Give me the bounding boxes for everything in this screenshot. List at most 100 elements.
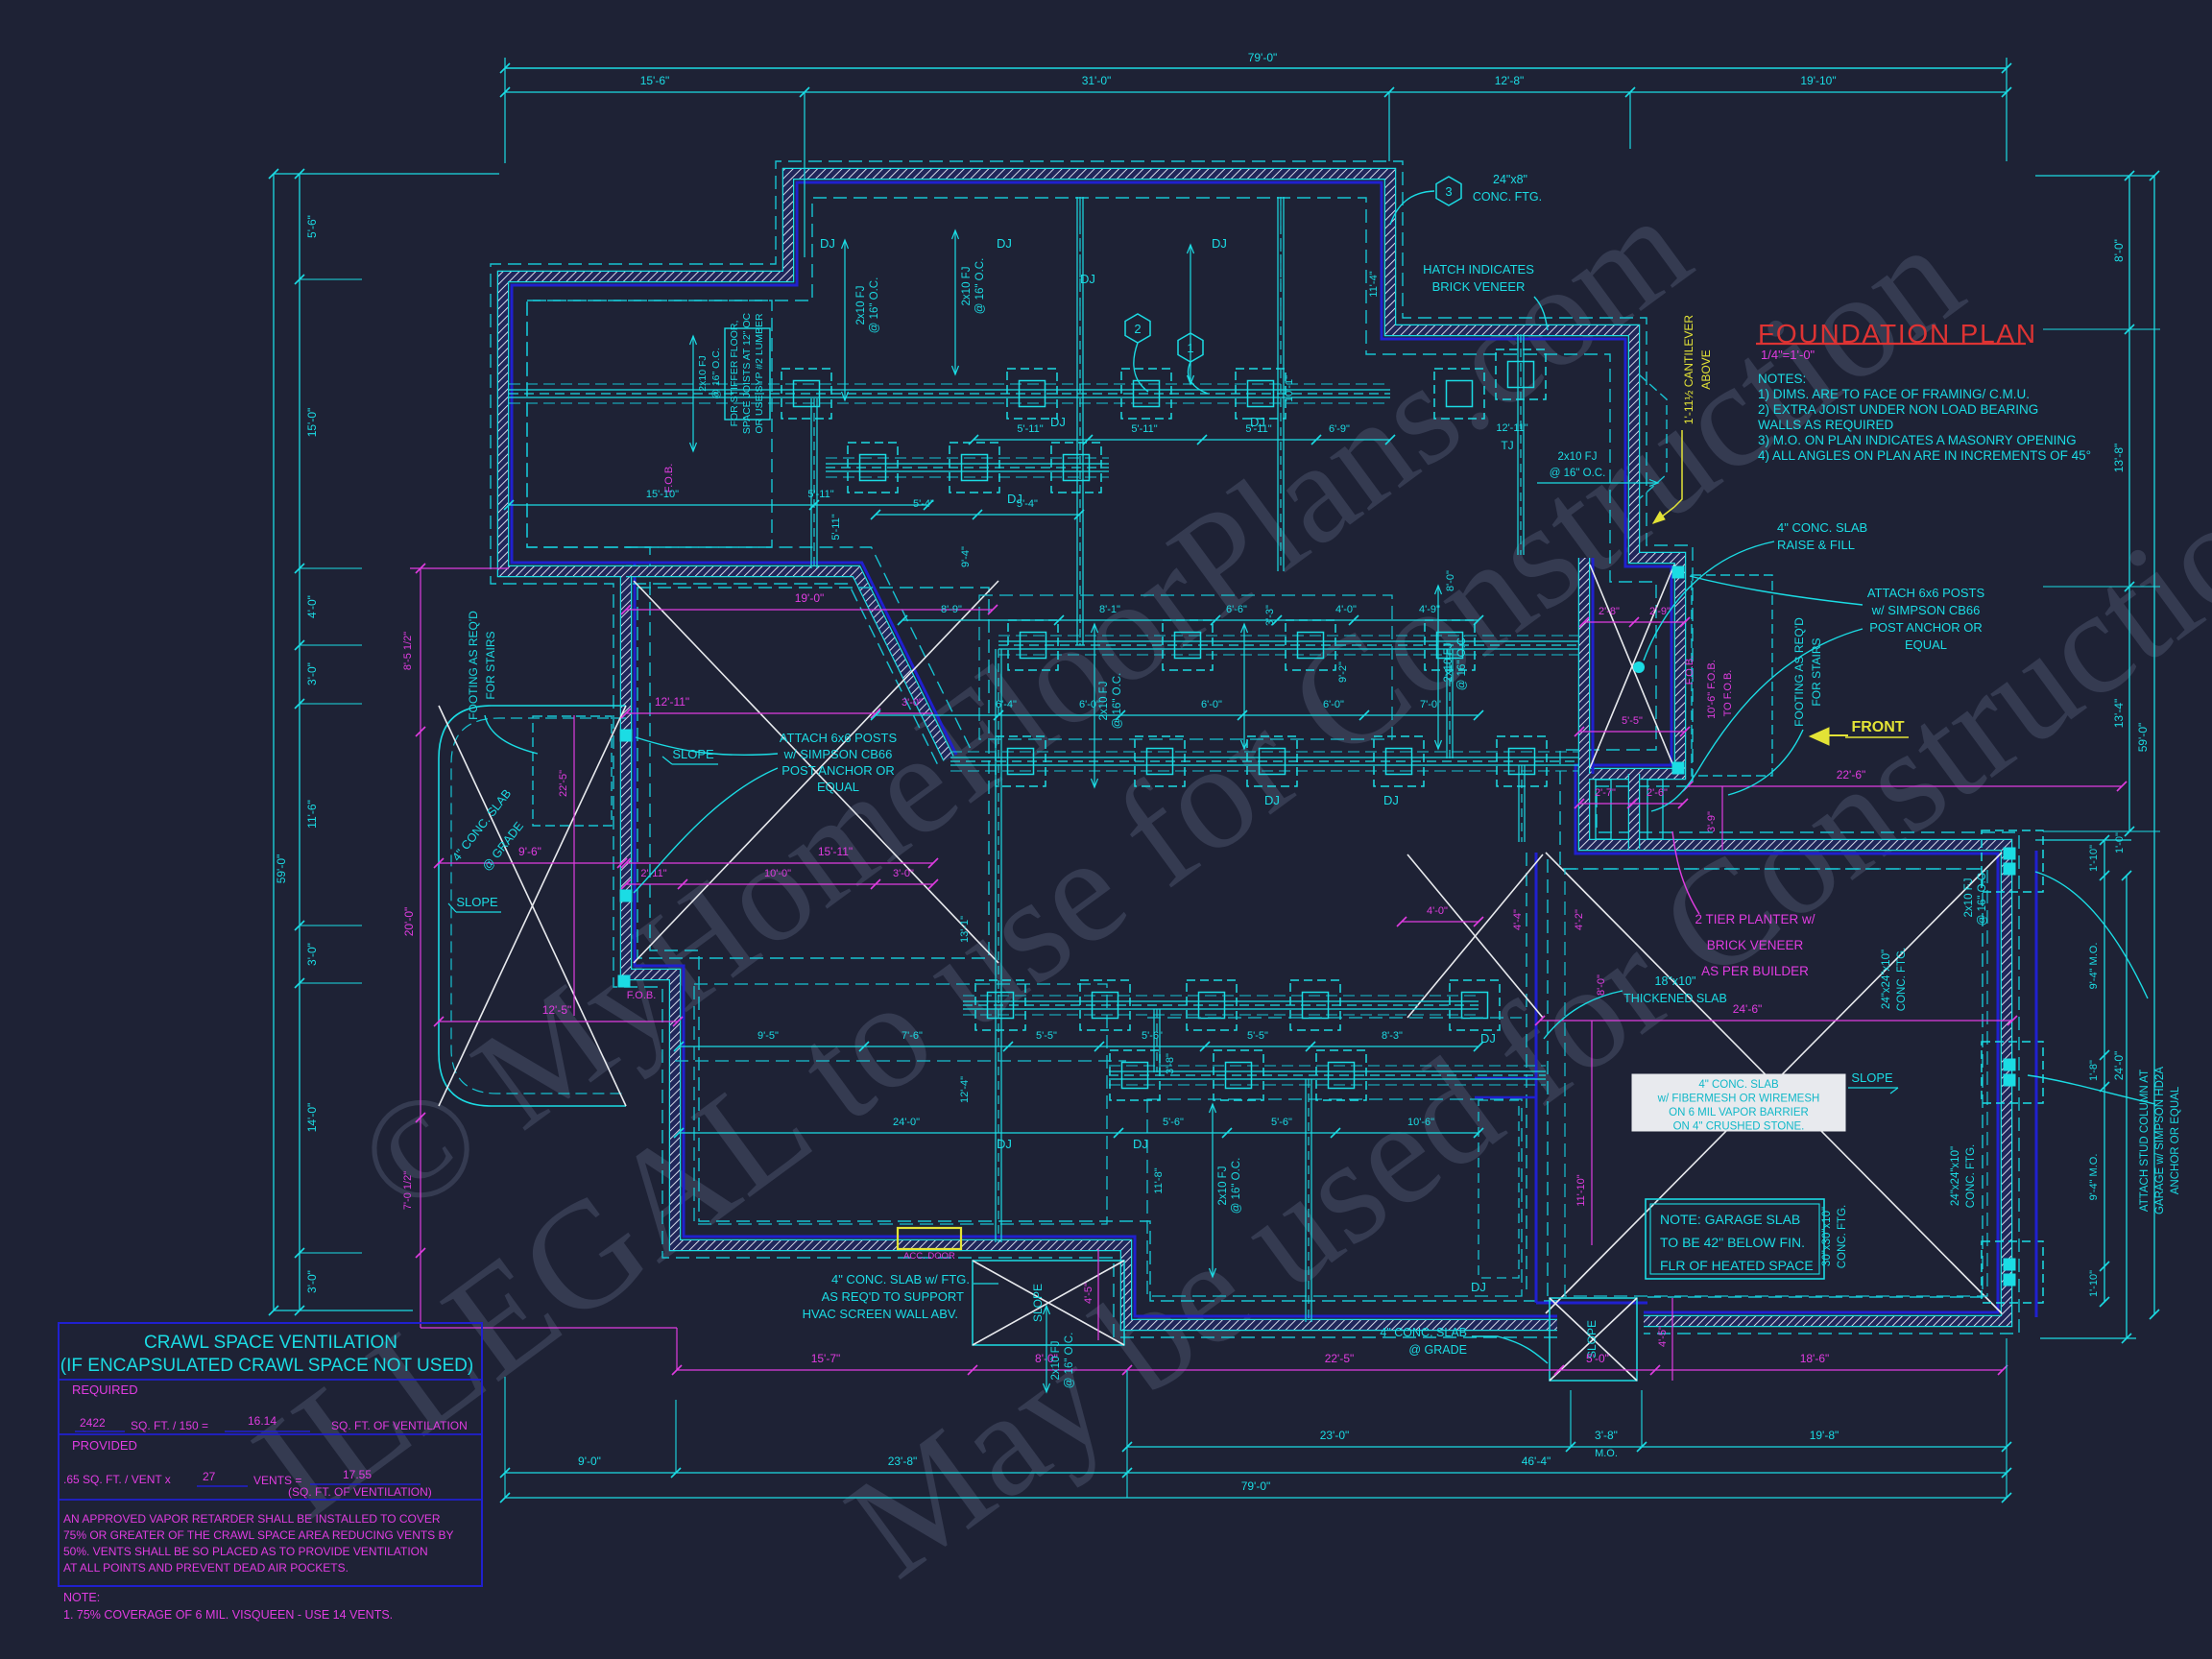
svg-text:24"x24"x10": 24"x24"x10": [1950, 1146, 1961, 1206]
svg-text:13'-4": 13'-4": [2112, 699, 2126, 729]
svg-text:BRICK VENEER: BRICK VENEER: [1432, 279, 1526, 294]
svg-text:1. 75% COVERAGE OF 6 MIL. VIS: 1. 75% COVERAGE OF 6 MIL. VISQUEEN - USE…: [63, 1608, 393, 1622]
svg-text:6'-0": 6'-0": [1323, 699, 1344, 710]
svg-text:8'-0": 8'-0": [2112, 239, 2126, 262]
svg-text:w/ SIMPSON CB66: w/ SIMPSON CB66: [783, 747, 893, 761]
svg-text:2x10 FJ: 2x10 FJ: [1443, 643, 1455, 683]
svg-text:3) M.O. ON PLAN INDICATES A MA: 3) M.O. ON PLAN INDICATES A MASONRY OPEN…: [1758, 433, 2077, 447]
svg-text:18"x10": 18"x10": [1655, 974, 1696, 988]
svg-text:NOTE:: NOTE:: [63, 1591, 100, 1604]
svg-text:4" CONC. SLAB: 4" CONC. SLAB: [1698, 1079, 1779, 1091]
svg-text:ANCHOR OR EQUAL: ANCHOR OR EQUAL: [2170, 1086, 2181, 1194]
svg-text:3'-0": 3'-0": [305, 662, 319, 685]
svg-text:2x10 FJ: 2x10 FJ: [1963, 878, 1975, 918]
svg-text:3'-0": 3'-0": [893, 868, 914, 879]
svg-text:2x10 FJ: 2x10 FJ: [1098, 682, 1110, 721]
svg-text:4) ALL ANGLES ON PLAN ARE IN I: 4) ALL ANGLES ON PLAN ARE IN INCREMENTS …: [1758, 448, 2091, 463]
svg-text:w/ FIBERMESH OR WIREMESH: w/ FIBERMESH OR WIREMESH: [1657, 1094, 1820, 1105]
svg-text:DJ: DJ: [1007, 492, 1022, 506]
svg-text:POST ANCHOR OR: POST ANCHOR OR: [1869, 620, 1983, 635]
svg-text:F.O.B.: F.O.B.: [1684, 656, 1695, 685]
svg-text:2x10 FJ: 2x10 FJ: [1217, 1166, 1229, 1206]
svg-text:10'-6": 10'-6": [1407, 1117, 1434, 1128]
svg-text:5'-11": 5'-11": [807, 489, 833, 500]
svg-text:4'-0": 4'-0": [1427, 905, 1448, 917]
svg-text:SLOPE: SLOPE: [1585, 1320, 1599, 1358]
svg-text:@ 16" O.C.: @ 16" O.C.: [1112, 673, 1123, 730]
svg-text:23'-0": 23'-0": [1320, 1429, 1350, 1442]
svg-text:5'-6": 5'-6": [1142, 1030, 1163, 1042]
svg-text:@ 16" O.C.: @ 16" O.C.: [1550, 468, 1606, 479]
svg-text:16.14: 16.14: [248, 1414, 276, 1428]
svg-text:DJ: DJ: [1471, 1280, 1486, 1294]
svg-text:3'-0": 3'-0": [305, 1270, 319, 1293]
svg-text:PROVIDED: PROVIDED: [72, 1438, 137, 1453]
svg-text:2: 2: [1134, 322, 1141, 336]
svg-text:FOR STAIRS: FOR STAIRS: [1810, 637, 1823, 706]
svg-text:DJ: DJ: [1212, 236, 1227, 251]
svg-text:@ GRADE: @ GRADE: [1408, 1343, 1467, 1357]
svg-text:5'-6": 5'-6": [1163, 1117, 1184, 1128]
svg-text:4'-5": 4'-5": [1083, 1283, 1094, 1304]
svg-text:5'-11": 5'-11": [1131, 423, 1157, 435]
svg-text:5'-5": 5'-5": [1036, 1030, 1057, 1042]
svg-text:3'-8": 3'-8": [1165, 1053, 1176, 1074]
svg-text:FOOTING AS REQ'D: FOOTING AS REQ'D: [1792, 617, 1806, 727]
svg-text:23'-8": 23'-8": [888, 1455, 918, 1468]
svg-text:9'-5": 9'-5": [757, 1030, 779, 1042]
svg-text:13'-1": 13'-1": [959, 916, 971, 943]
svg-text:WALLS AS REQUIRED: WALLS AS REQUIRED: [1758, 418, 1894, 432]
svg-text:SPACE JOISTS AT 12" OC: SPACE JOISTS AT 12" OC: [741, 312, 753, 434]
svg-text:5'-11": 5'-11": [830, 514, 842, 540]
svg-text:7'-6": 7'-6": [902, 1030, 923, 1042]
svg-text:CONC. FTG.: CONC. FTG.: [1896, 948, 1908, 1011]
svg-text:FOR STIFFER FLOOR,: FOR STIFFER FLOOR,: [729, 321, 740, 427]
svg-text:SQ. FT. / 150 =: SQ. FT. / 150 =: [131, 1419, 208, 1432]
svg-text:1/4"=1'-0": 1/4"=1'-0": [1761, 348, 1815, 362]
svg-text:9'-6": 9'-6": [518, 845, 541, 858]
svg-text:12'-11": 12'-11": [1496, 422, 1527, 434]
svg-text:59'-0": 59'-0": [275, 854, 288, 884]
svg-text:9'-4" M.O.: 9'-4" M.O.: [2088, 1154, 2100, 1201]
svg-text:FOR STAIRS: FOR STAIRS: [484, 631, 497, 699]
svg-text:SLOPE: SLOPE: [1851, 1070, 1893, 1085]
svg-text:79'-0": 79'-0": [1241, 1479, 1271, 1493]
svg-text:17.55: 17.55: [343, 1468, 372, 1481]
svg-text:1) DIMS. ARE TO FACE OF FRAMI: 1) DIMS. ARE TO FACE OF FRAMING/ C.M.U.: [1758, 387, 2030, 401]
svg-text:2'-7": 2'-7": [1595, 787, 1616, 799]
svg-text:7'-0": 7'-0": [1420, 699, 1441, 710]
svg-text:CONC. FTG.: CONC. FTG.: [1473, 190, 1542, 204]
svg-text:AS REQ'D TO SUPPORT: AS REQ'D TO SUPPORT: [822, 1289, 964, 1304]
svg-text:REQUIRED: REQUIRED: [72, 1382, 138, 1397]
svg-text:31'-0": 31'-0": [1082, 74, 1112, 87]
svg-text:OR USE SYP #2 LUMBER: OR USE SYP #2 LUMBER: [754, 313, 765, 434]
svg-text:8'-5 1/2": 8'-5 1/2": [402, 632, 414, 670]
svg-text:AT ALL POINTS AND PREVENT DEAD: AT ALL POINTS AND PREVENT DEAD AIR POCKE…: [63, 1561, 349, 1575]
svg-text:2'-9": 2'-9": [1649, 606, 1671, 617]
svg-text:CONC. FTG.: CONC. FTG.: [1965, 1144, 1977, 1208]
svg-text:AS PER BUILDER: AS PER BUILDER: [1701, 964, 1809, 978]
svg-text:5'-5": 5'-5": [1622, 715, 1643, 727]
svg-text:FRONT: FRONT: [1851, 719, 1904, 735]
svg-text:4'-2": 4'-2": [1574, 909, 1585, 930]
svg-text:3'-0": 3'-0": [305, 943, 319, 966]
svg-text:TJ: TJ: [1501, 439, 1513, 452]
svg-text:5'-4": 5'-4": [913, 498, 934, 510]
svg-text:6'-9": 6'-9": [1329, 423, 1350, 435]
svg-text:BRICK VENEER: BRICK VENEER: [1707, 938, 1804, 952]
svg-text:EQUAL: EQUAL: [1905, 637, 1947, 652]
svg-text:11'-8": 11'-8": [1153, 1167, 1165, 1193]
svg-text:DJ: DJ: [997, 236, 1012, 251]
svg-text:3'-3": 3'-3": [1264, 605, 1276, 626]
svg-text:ATTACH 6x6 POSTS: ATTACH 6x6 POSTS: [780, 731, 898, 745]
svg-text:24'-6": 24'-6": [1733, 1002, 1763, 1016]
svg-text:3'-8": 3'-8": [1595, 1429, 1618, 1442]
svg-text:EQUAL: EQUAL: [817, 780, 859, 794]
svg-text:1'-11½ CANTILEVER: 1'-11½ CANTILEVER: [1682, 315, 1695, 424]
svg-text:@ 16" O.C.: @ 16" O.C.: [710, 348, 722, 398]
svg-text:4'-0": 4'-0": [305, 595, 319, 618]
svg-text:75% OR GREATER OF THE CRAWL SP: 75% OR GREATER OF THE CRAWL SPACE AREA R…: [63, 1528, 454, 1542]
svg-text:2'-8": 2'-8": [1599, 606, 1620, 617]
svg-text:15'-11": 15'-11": [818, 845, 853, 858]
svg-text:FOOTING AS REQ'D: FOOTING AS REQ'D: [467, 611, 480, 720]
